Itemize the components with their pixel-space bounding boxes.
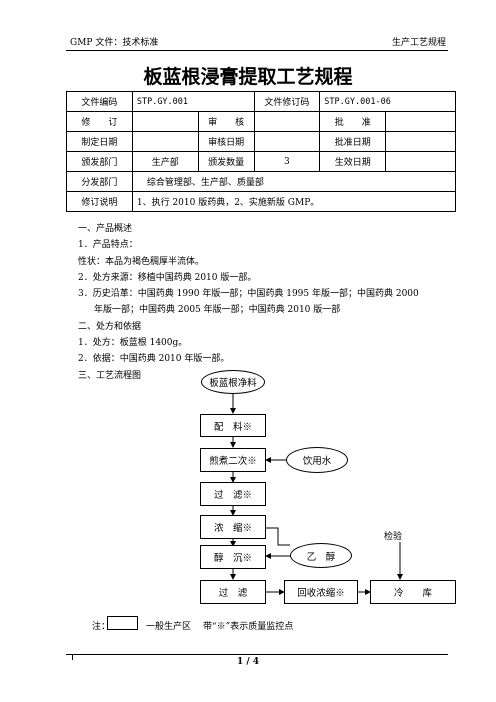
note-legend-box [107, 616, 138, 630]
document-title: 板蓝根浸膏提取工艺规程 [143, 66, 353, 88]
note-prefix: 注： [92, 622, 111, 632]
meta-row-revision-note: 修订说明 1、执行 2010 版药典，2、实施新版 GMP。 [66, 191, 457, 212]
flow-input-ethanol: 乙 醇 [290, 543, 352, 568]
meta-row-dates: 制定日期 审核日期 批准日期 [66, 131, 456, 152]
body-line: 1．产品特点： [78, 240, 138, 251]
body-line: 年版一部；中国药典 2005 年版一部；中国药典 2010 版一部 [94, 305, 341, 316]
flow-label-inspection: 检验 [384, 532, 403, 542]
footer-divider [66, 654, 448, 655]
body-line: 2．依据：中国药典 2010 年版一部。 [78, 354, 230, 365]
section-heading: 二、处方和依据 [78, 321, 142, 332]
body-line: 1．处方：板蓝根 1400g。 [78, 338, 188, 349]
flow-step-concentrate: 浓 缩※ [200, 515, 266, 539]
header-left: GMP 文件：技术标准 [70, 38, 159, 48]
value-revision-note: 1、执行 2010 版药典，2、实施新版 GMP。 [131, 191, 457, 212]
page-number: 1 / 4 [236, 657, 260, 667]
flow-step-recover-concentrate: 回收浓缩※ [284, 580, 358, 604]
footer-tick [72, 654, 73, 660]
flow-step-decoction: 煎煮二次※ [200, 448, 266, 472]
header-divider [66, 50, 448, 51]
meta-row-signoff: 修 订 审 核 批 准 [66, 111, 456, 132]
flow-step-filter-1: 过 滤※ [200, 482, 266, 506]
flow-step-batching: 配 料※ [200, 414, 266, 437]
document-meta-table: 文件编码 STP.GY.001 文件修订码 STP.GY.001-06 修 订 … [66, 91, 457, 212]
section-heading: 三、工艺流程图 [78, 370, 142, 381]
note-general-area: 一般生产区 [146, 622, 192, 632]
section-heading: 一、产品概述 [78, 224, 133, 234]
flow-step-cold-storage: 冷 库 [370, 580, 456, 604]
body-line: 性状：本品为褐色稠厚半流体。 [78, 256, 205, 267]
meta-row-issue: 颁发部门 生产部 颁发数量 3 生效日期 [66, 151, 456, 172]
flow-input-water: 饮用水 [286, 447, 348, 473]
label-issue-quantity: 颁发数量 [197, 151, 255, 172]
header-right: 生产工艺规程 [391, 38, 446, 48]
flow-step-filter-2: 过 滤 [200, 580, 266, 604]
document-body: 一、产品概述 1．产品特点： 性状：本品为褐色稠厚半流体。 2．处方来源：移植中… [78, 221, 458, 384]
body-line: 3．历史沿革：中国药典 1990 年版一部；中国药典 1995 年版一部；中国药… [78, 289, 419, 300]
note-qc-mark: 带“※”表示质量监控点 [203, 622, 294, 632]
flow-step-alcohol-precipitation: 醇 沉※ [200, 545, 266, 569]
body-line: 2．处方来源：移植中国药典 2010 版一部。 [78, 272, 257, 283]
flow-start-raw-material: 板蓝根净料 [201, 370, 265, 394]
